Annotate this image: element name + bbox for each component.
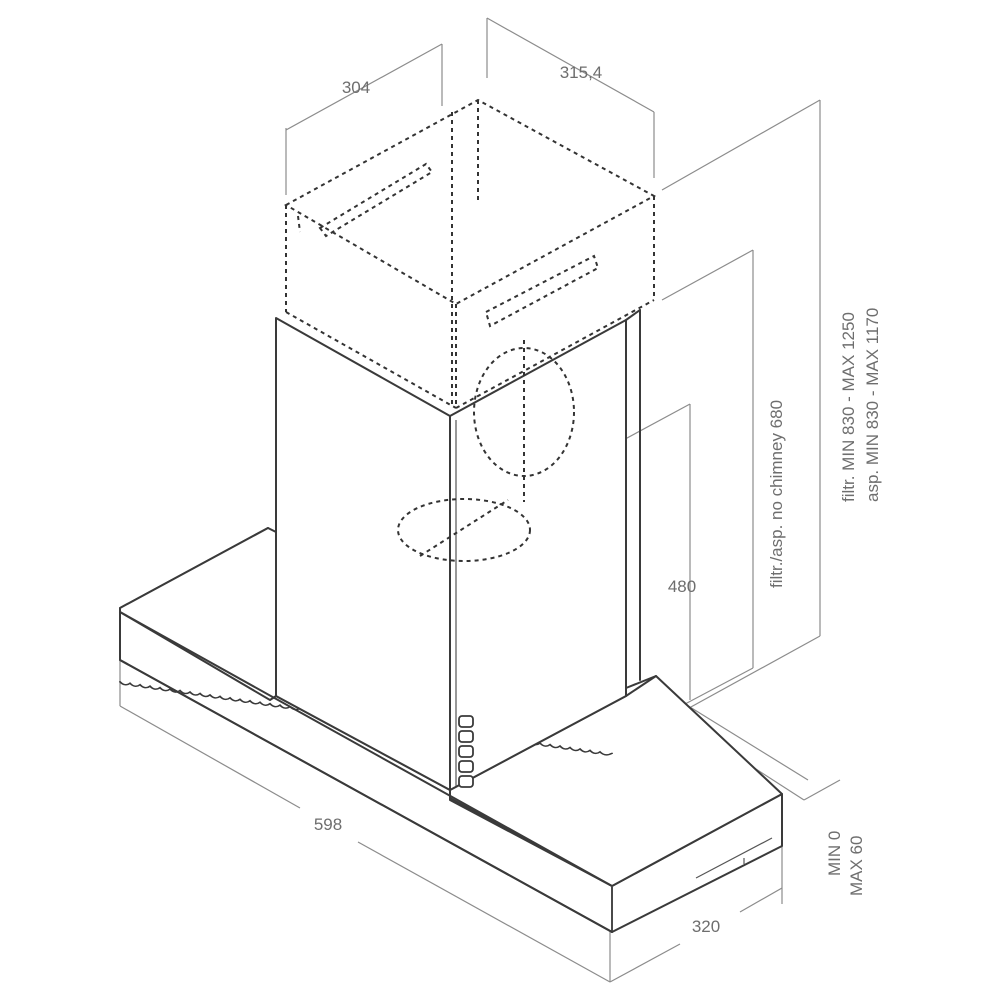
label-chimney-telescopic: filtr./asp. no chimney 680 <box>767 400 786 588</box>
label-offset-max: MAX 60 <box>847 836 866 896</box>
control-panel <box>458 715 474 788</box>
hood-canopy <box>119 527 783 933</box>
canopy-side-detail <box>695 837 773 879</box>
dim-680-ext-top <box>661 249 754 301</box>
outlet-axis-horizontal <box>419 499 509 557</box>
chimney-dash-bottom-right <box>455 299 655 409</box>
chimney-dash-corner <box>297 215 301 233</box>
canopy-top-edge <box>119 611 613 887</box>
outlet-circle-horizontal <box>397 498 531 562</box>
dimension-labels: 304 315,4 480 598 320 filtr./asp. no chi… <box>314 63 882 936</box>
dim-304-line <box>285 43 443 131</box>
control-button[interactable] <box>458 715 474 728</box>
chimney-vent-slot-front <box>484 254 600 328</box>
chimney-lower <box>275 309 657 791</box>
label-hood-width: 598 <box>314 815 342 834</box>
control-button[interactable] <box>458 775 474 788</box>
chimney-bottom-corner <box>625 675 657 697</box>
chimney-top-outline <box>283 98 657 306</box>
chimney-dash-bottom-left <box>285 311 457 409</box>
control-button[interactable] <box>458 745 474 758</box>
control-button[interactable] <box>458 730 474 743</box>
label-offset-min: MIN 0 <box>825 831 844 876</box>
chimney-vent-slot-back <box>318 162 434 238</box>
label-height-filtr: filtr. MIN 830 - MAX 1250 <box>839 312 858 502</box>
dim-315-line <box>486 17 655 113</box>
air-outlet <box>397 340 575 562</box>
dim-598-line-a <box>119 705 301 809</box>
chimney-upper-dashed <box>283 98 657 409</box>
dim-offset-line <box>803 779 841 801</box>
label-hood-depth: 320 <box>692 917 720 936</box>
dim-height-ext-top <box>661 99 821 191</box>
label-height-asp: asp. MIN 830 - MAX 1170 <box>863 308 882 502</box>
dim-598-line-b <box>357 841 611 983</box>
label-chimney-width: 315,4 <box>560 63 603 82</box>
label-chimney-depth: 304 <box>342 78 370 97</box>
dim-320-line-b <box>739 887 783 913</box>
canopy-bottom-edge <box>119 659 613 933</box>
chimney-top-corner <box>625 309 641 321</box>
dim-320-line-a <box>609 943 681 983</box>
label-hood-height: 480 <box>668 577 696 596</box>
control-button[interactable] <box>458 760 474 773</box>
